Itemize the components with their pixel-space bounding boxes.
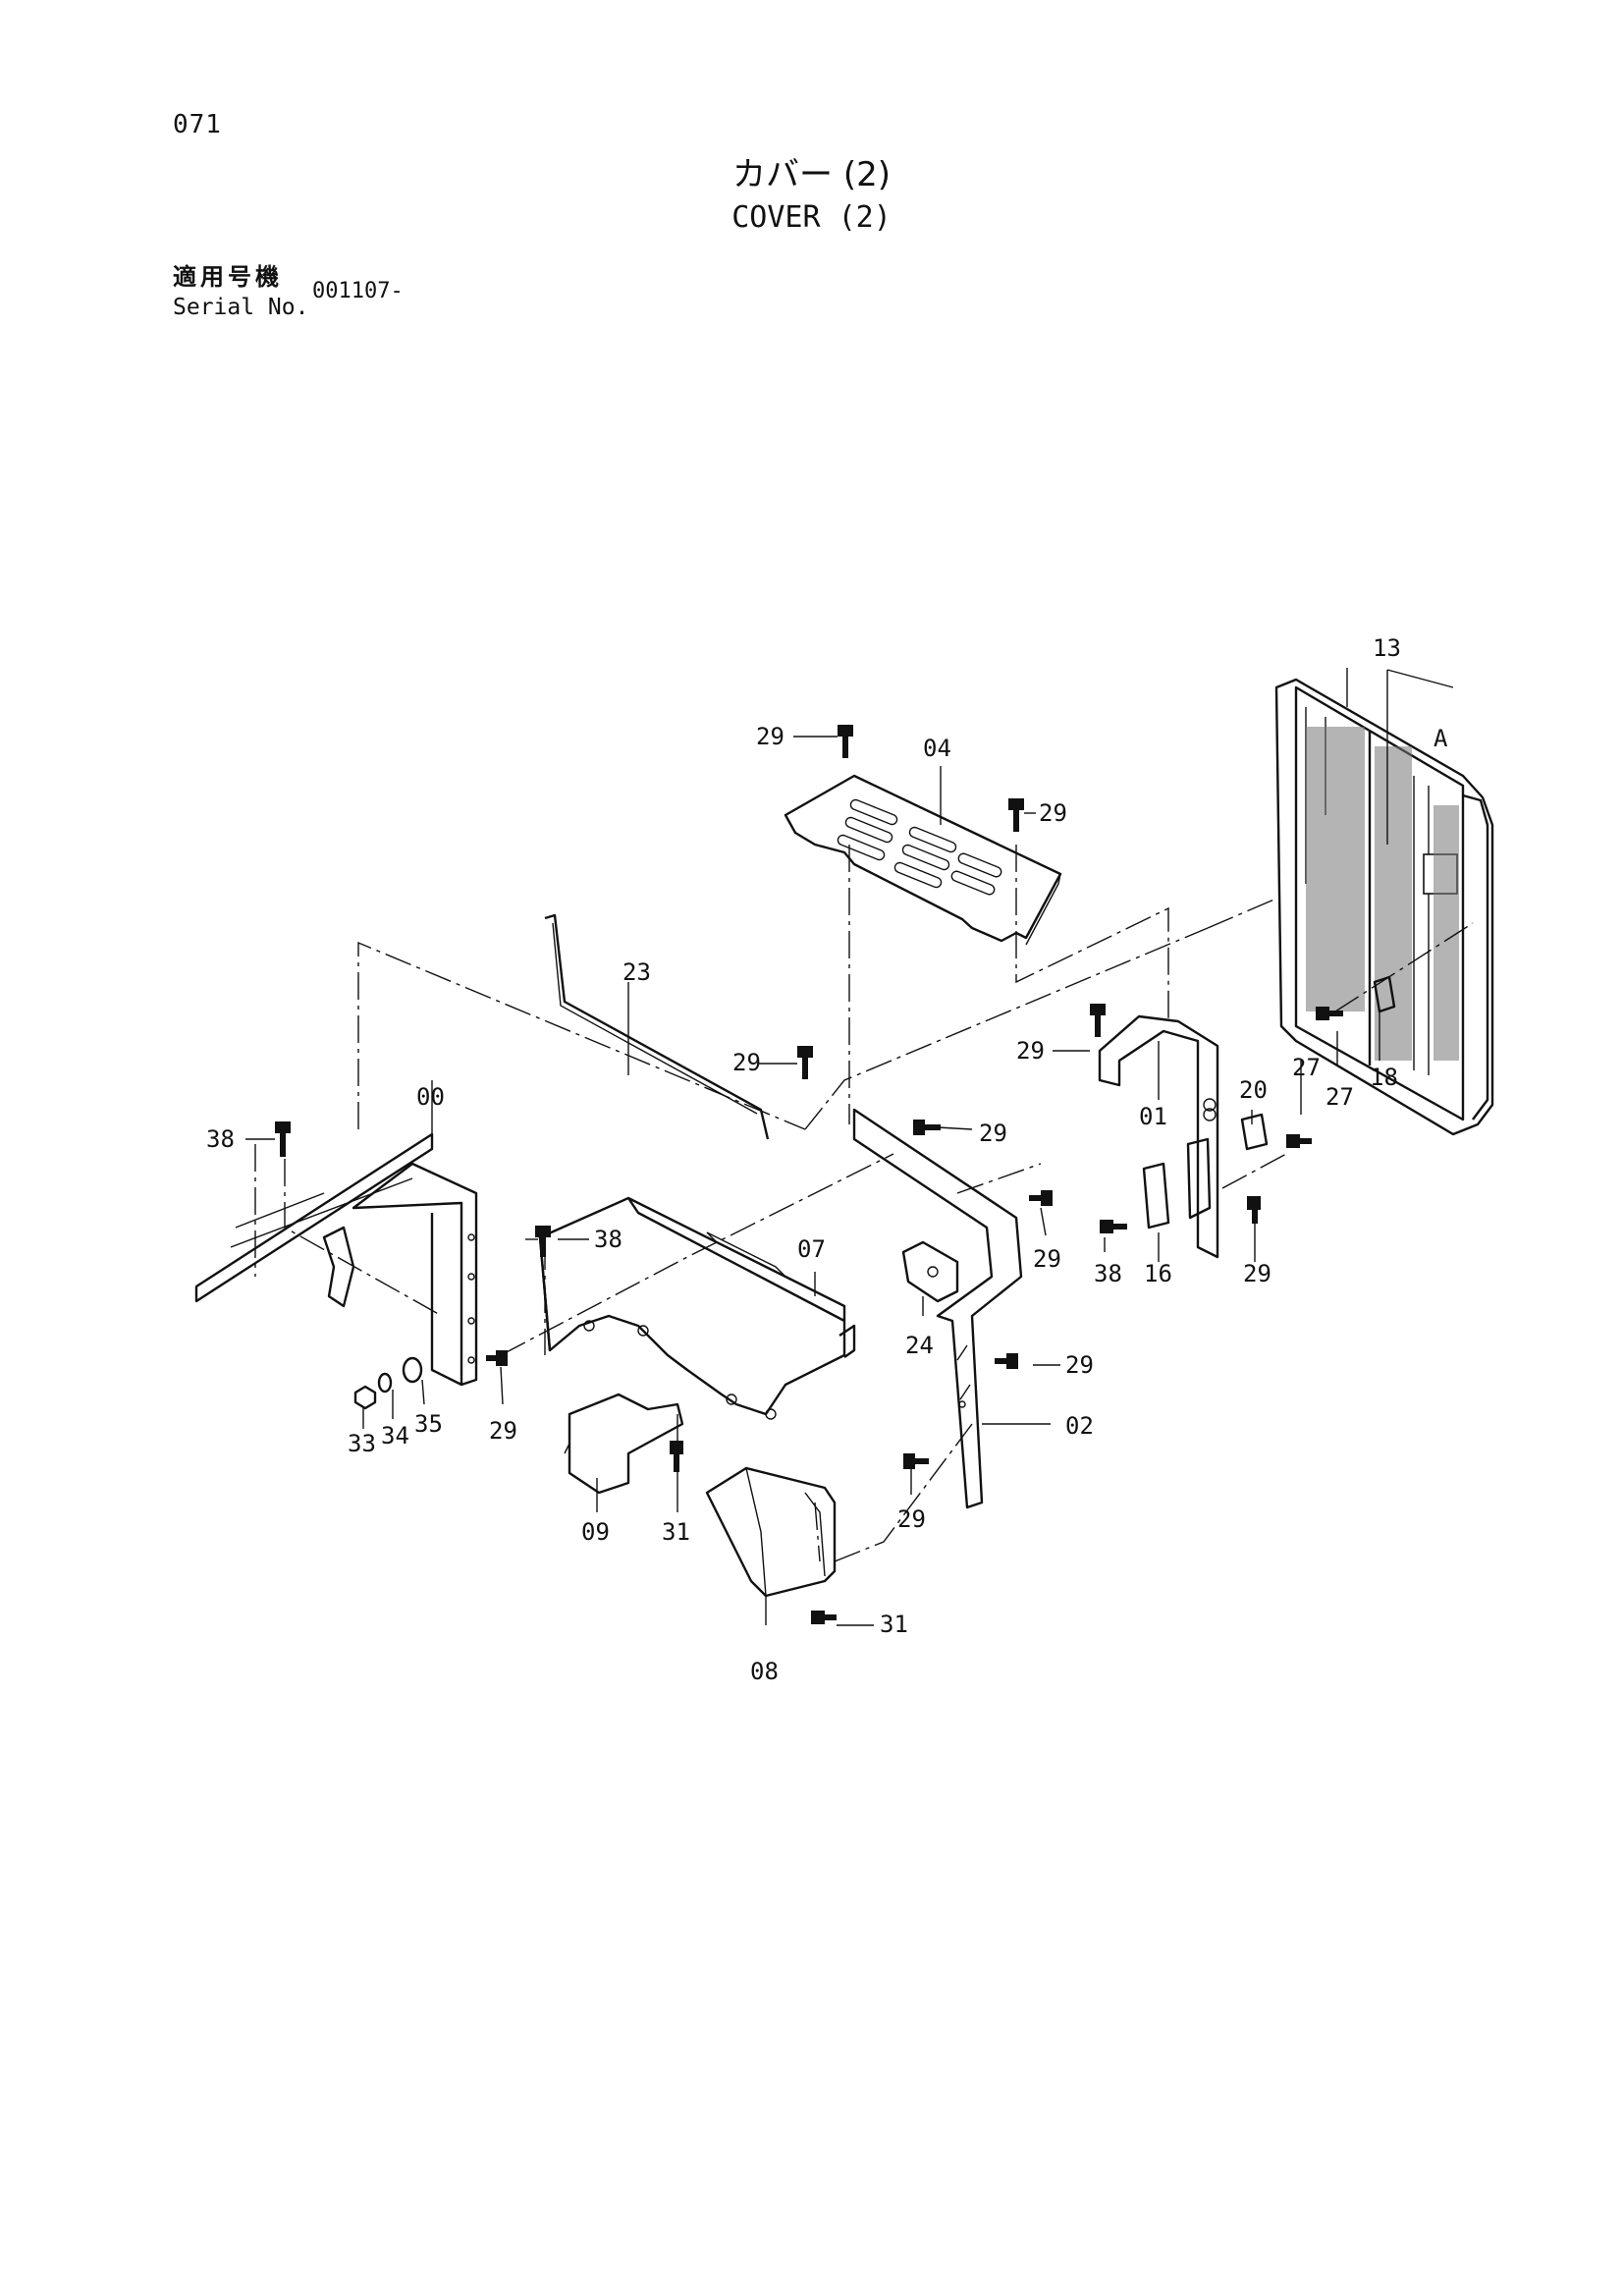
callout-02: 02	[1065, 1412, 1094, 1440]
callout-a: A	[1434, 725, 1448, 752]
callout-13: 13	[1373, 634, 1401, 662]
callout-35: 35	[414, 1410, 443, 1438]
part-callouts: 04 13 A 23 00 01 02 07 08 09 16 18 20 24…	[206, 634, 1448, 1685]
callout-20: 20	[1239, 1076, 1268, 1104]
callout-29-bracket-01: 29	[1016, 1037, 1045, 1065]
callout-07: 07	[797, 1235, 826, 1263]
part-34-washer	[377, 1372, 393, 1394]
callout-29-top-left: 29	[756, 723, 784, 750]
callout-29-rod: 29	[732, 1049, 761, 1076]
callout-01: 01	[1139, 1103, 1167, 1130]
callout-29-left: 29	[489, 1417, 517, 1445]
part-01-bracket	[1098, 1014, 1219, 1259]
part-02-bracket	[852, 1108, 1023, 1509]
callout-27-upper: 27	[1292, 1054, 1321, 1081]
serial-label-english: Serial No.	[173, 295, 309, 320]
callout-31-lower: 31	[880, 1611, 908, 1638]
page-title-japanese: カバー (2)	[732, 155, 891, 194]
callout-27-lower: 27	[1325, 1083, 1354, 1111]
part-00-left-frame	[194, 1132, 478, 1387]
callout-38-center: 38	[594, 1226, 622, 1253]
callout-38-left: 38	[206, 1125, 235, 1153]
part-16-latch	[1142, 1162, 1170, 1230]
callout-29-right-bolt: 29	[1243, 1260, 1271, 1287]
part-13-grille-cover	[1274, 678, 1494, 1136]
callout-18: 18	[1370, 1064, 1398, 1091]
callout-09: 09	[581, 1518, 610, 1546]
part-23-rod	[544, 913, 770, 1140]
callout-23: 23	[622, 958, 651, 986]
callout-29-center: 29	[979, 1120, 1007, 1147]
part-20-latch	[1240, 1113, 1269, 1151]
page-number: 071	[173, 110, 222, 139]
part-33-nut	[353, 1385, 377, 1410]
part-04-top-plate	[784, 774, 1062, 946]
callout-08: 08	[750, 1658, 779, 1685]
serial-number-value: 001107-	[312, 279, 404, 303]
serial-label-japanese: 適用号機	[173, 263, 283, 291]
assembly-lines	[254, 845, 1474, 1562]
callout-34: 34	[381, 1422, 409, 1449]
leader-lines	[245, 668, 1454, 1626]
callout-29-bracket-02: 29	[1065, 1351, 1094, 1379]
part-35-washer	[402, 1356, 423, 1384]
callout-29-top-right: 29	[1039, 799, 1067, 827]
callout-31-upper: 31	[662, 1518, 690, 1546]
part-07-center-cover	[538, 1196, 856, 1420]
callout-24: 24	[905, 1332, 934, 1359]
callout-29-lower: 29	[897, 1505, 926, 1533]
part-08-lower-cover	[705, 1466, 837, 1598]
callout-04: 04	[923, 735, 951, 762]
callout-33: 33	[348, 1430, 376, 1457]
callout-16: 16	[1144, 1260, 1172, 1287]
bolts	[275, 725, 1343, 1624]
callout-38-right: 38	[1094, 1260, 1122, 1287]
part-09-bracket	[564, 1393, 684, 1495]
callout-29-right-mid: 29	[1033, 1245, 1061, 1273]
part-24-bracket	[901, 1240, 959, 1303]
part-18-latch	[1373, 975, 1396, 1013]
callout-00: 00	[416, 1083, 445, 1111]
page-title-english: COVER (2)	[731, 200, 892, 235]
